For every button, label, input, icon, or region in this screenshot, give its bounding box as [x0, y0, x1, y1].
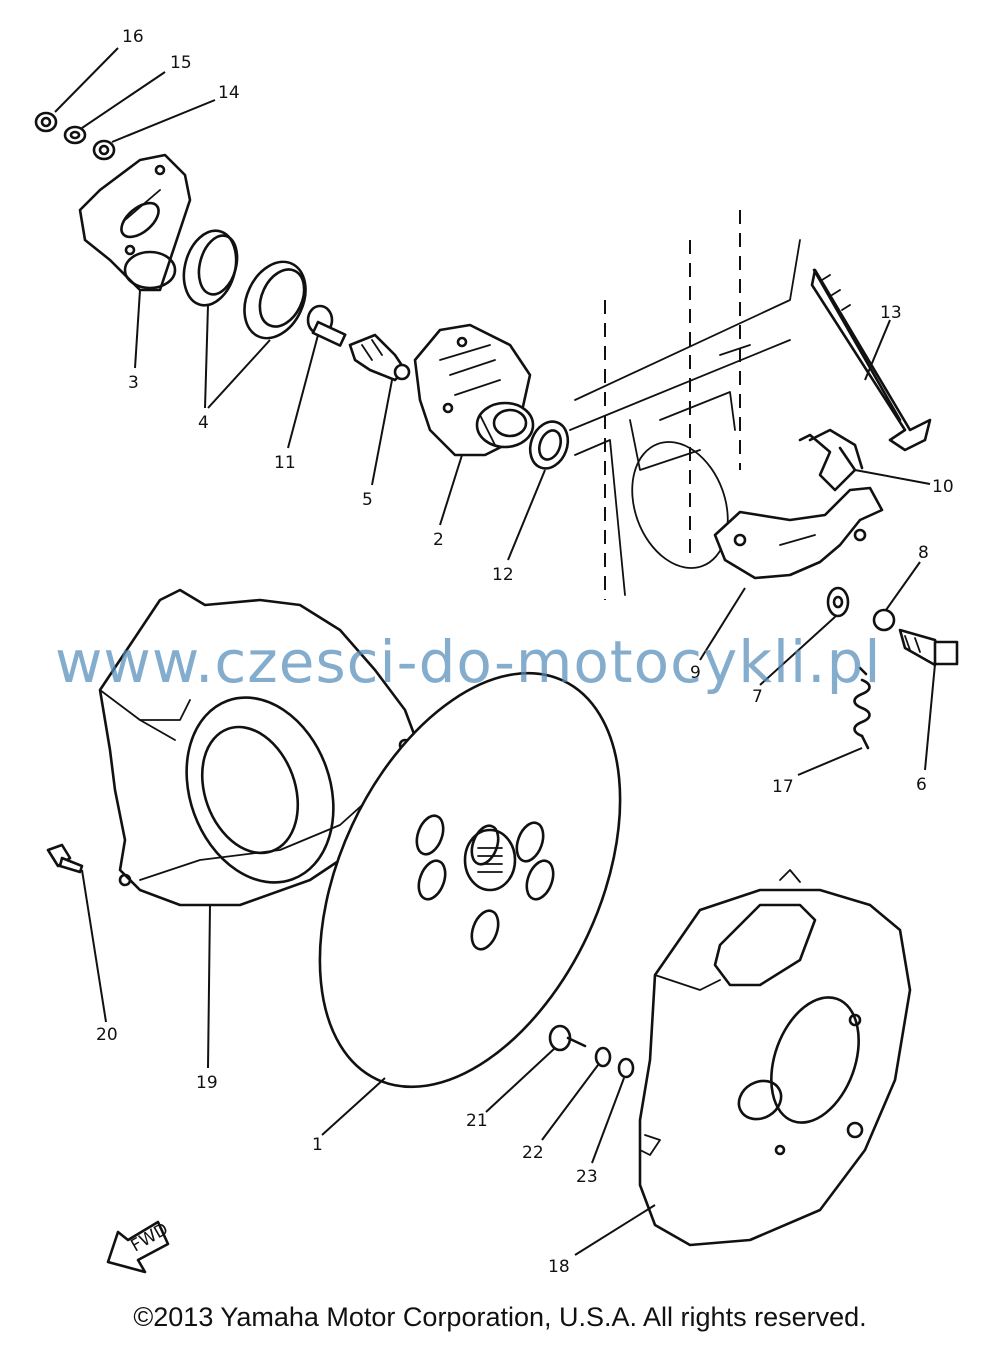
callout-9: 9	[690, 663, 701, 683]
nut-16	[34, 111, 58, 133]
copyright-notice: ©2013 Yamaha Motor Corporation, U.S.A. A…	[133, 1302, 867, 1332]
callout-5: 5	[362, 490, 373, 510]
seal-4a	[182, 229, 239, 307]
callout-19: 19	[196, 1073, 218, 1093]
callout-3: 3	[128, 373, 139, 393]
leader-lines	[54, 47, 936, 1256]
bolt-13	[810, 268, 932, 452]
callout-23: 23	[576, 1167, 598, 1187]
seal-4b	[243, 260, 307, 340]
washer-15	[63, 125, 87, 145]
cam-5	[348, 333, 411, 382]
callout-2: 2	[433, 530, 444, 550]
seal-12	[528, 420, 570, 470]
callout-15: 15	[170, 53, 192, 73]
callout-14: 14	[218, 83, 240, 103]
callout-6: 6	[916, 775, 927, 795]
callout-7: 8	[918, 543, 929, 563]
callout-12: 12	[492, 565, 514, 585]
callout-16: 16	[122, 27, 144, 47]
washer-22	[594, 1046, 612, 1068]
pin-11	[306, 304, 347, 347]
frame-outline	[569, 210, 801, 600]
spring-17	[853, 666, 871, 750]
housing-2	[413, 323, 535, 457]
callout-13: 13	[880, 303, 902, 323]
callout-18: 18	[548, 1257, 570, 1277]
callout-8: 7	[752, 687, 763, 707]
callout-labels: 16 15 14 3 4 11 5 2 12 13 10 9 7 8 6 17 …	[96, 27, 954, 1277]
bolt-20	[46, 843, 84, 874]
spring-clip-10	[798, 428, 864, 492]
nut-7	[872, 608, 896, 632]
lever-9	[713, 486, 884, 580]
callout-17: 17	[772, 777, 794, 797]
bolt-6	[898, 628, 959, 667]
callout-11: 11	[274, 453, 296, 473]
cover-18	[638, 869, 912, 1247]
screw-21	[548, 1024, 587, 1052]
fwd-arrow: FWD	[106, 1219, 172, 1274]
callout-10: 10	[932, 477, 954, 497]
callout-20: 20	[96, 1025, 118, 1045]
washer-8	[826, 586, 850, 618]
nut-14	[92, 139, 116, 161]
cover-plate-3	[78, 153, 192, 292]
callout-4: 4	[198, 413, 209, 433]
callout-1: 1	[312, 1135, 323, 1155]
callout-22: 22	[522, 1143, 544, 1163]
callout-21: 21	[466, 1111, 488, 1131]
washer-23	[617, 1057, 635, 1079]
brake-disc-1	[318, 671, 622, 1089]
backing-plate-19	[98, 588, 422, 907]
